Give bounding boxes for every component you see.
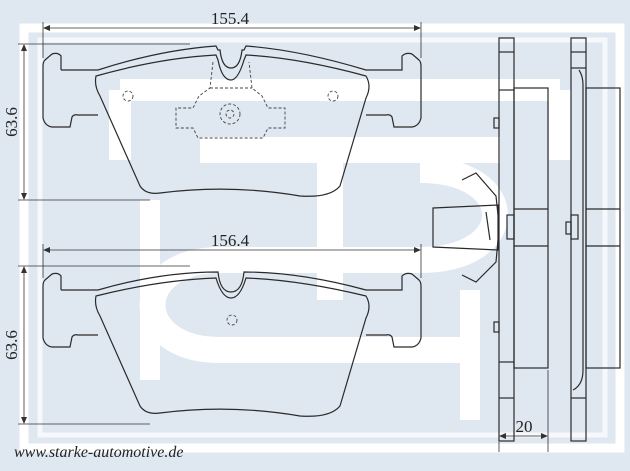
website-link[interactable]: www.starke-automotive.de xyxy=(14,444,184,461)
wear-clip xyxy=(432,172,499,283)
thickness-label: 20 xyxy=(516,417,533,436)
dimension-lines xyxy=(18,22,549,452)
bottom-pad-height-label: 63.6 xyxy=(2,330,21,360)
bottom-pad-width-label: 156.4 xyxy=(211,231,250,250)
side-view-pad-2 xyxy=(565,37,621,442)
side-view-pad-1 xyxy=(493,37,549,442)
bottom-brake-pad xyxy=(42,271,422,417)
top-pad-height-label: 63.6 xyxy=(2,107,21,137)
watermark-logo xyxy=(19,23,625,453)
top-pad-width-label: 155.4 xyxy=(211,9,250,28)
top-brake-pad xyxy=(42,45,422,197)
